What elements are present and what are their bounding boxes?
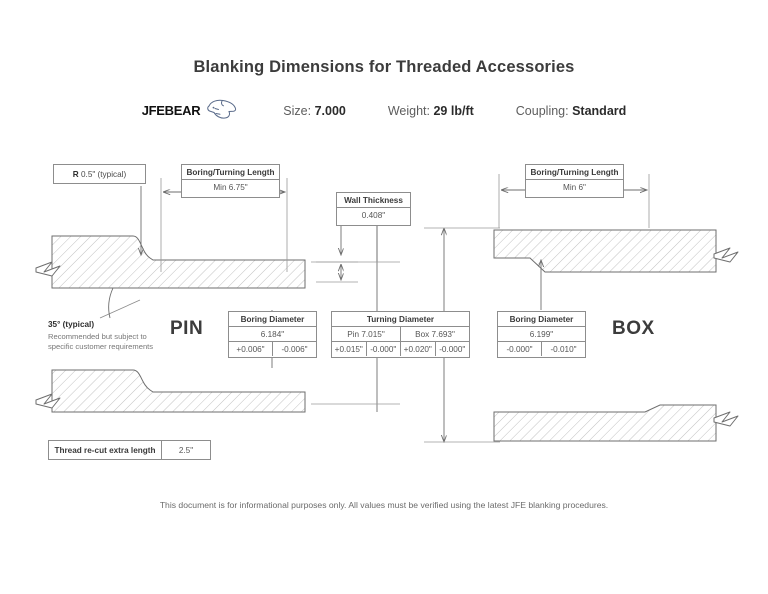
pin-boring-turning-length-box: Boring/Turning Length Min 6.75": [181, 164, 280, 198]
size-meta: Size: 7.000: [283, 104, 346, 118]
thread-recut-box: Thread re-cut extra length 2.5": [48, 440, 211, 460]
td-box-tol-plus: +0.020": [400, 342, 435, 356]
pin-angle-indicator: [99, 287, 141, 319]
pin-angle-title: 35° (typical): [48, 320, 95, 329]
pin-turning-diameter-dim: [311, 200, 400, 412]
logo-wordmark: JFEBEAR: [141, 103, 201, 118]
page-title: Blanking Dimensions for Threaded Accesso…: [193, 58, 575, 76]
pin-radius-value: 0.5" (typical): [80, 169, 127, 179]
size-value: 7.000: [314, 103, 346, 118]
box-section-label: BOX: [612, 318, 655, 339]
box-bd-header: Boring Diameter: [498, 312, 585, 327]
td-pin-tol-minus: -0.000": [365, 342, 401, 356]
box-upper-profile: [493, 229, 739, 273]
td-pin-tol-plus: +0.015": [334, 344, 363, 354]
pin-bd-value: 6.184": [260, 329, 285, 339]
pin-bd-header: Boring Diameter: [229, 312, 316, 327]
coupling-meta: Coupling: Standard: [516, 104, 627, 118]
pin-upper-profile: [35, 235, 306, 289]
pin-btl-header: Boring/Turning Length: [182, 165, 279, 180]
wall-thickness-header: Wall Thickness: [337, 193, 410, 208]
pin-btl-value: Min 6.75": [213, 182, 248, 192]
pin-bd-tol-minus: -0.006": [272, 342, 316, 356]
pin-lower-profile: [35, 369, 306, 413]
box-bd-tol-plus: -0.000": [506, 344, 533, 354]
td-pin-value: Pin 7.015": [347, 329, 385, 339]
pin-angle-note-line1: Recommended but subject to: [48, 332, 147, 341]
pin-boring-diameter-box: Boring Diameter 6.184" +0.006" -0.006": [228, 311, 317, 358]
td-header: Turning Diameter: [332, 312, 469, 327]
pin-radius-prefix: R: [72, 169, 79, 179]
wall-thickness-value: 0.408": [361, 210, 386, 220]
turning-diameter-box: Turning Diameter Pin 7.015" Box 7.693" +…: [331, 311, 470, 358]
coupling-label: Coupling:: [515, 103, 569, 118]
td-box-tol-minus: -0.000": [434, 342, 470, 356]
pin-angle-note-line2: specific customer requirements: [48, 342, 154, 352]
thread-recut-label: Thread re-cut extra length: [49, 441, 162, 459]
box-boring-diameter-box: Boring Diameter 6.199" -0.000" -0.010": [497, 311, 586, 358]
pin-section-label: PIN: [170, 318, 204, 339]
box-bd-tol-minus: -0.010": [541, 342, 585, 356]
wall-thickness-dim: [316, 226, 358, 283]
box-lower-profile: [493, 404, 739, 442]
size-label: Size:: [283, 103, 312, 118]
pin-radius-box: R 0.5" (typical): [53, 164, 146, 184]
thread-recut-value: 2.5": [178, 445, 194, 455]
td-box-value: Box 7.693": [400, 327, 469, 341]
bear-head-icon: [205, 98, 237, 123]
box-bd-value: 6.199": [529, 329, 554, 339]
weight-value: 29 lb/ft: [433, 103, 474, 118]
brand-logo: JFEBEAR: [142, 98, 238, 123]
box-boring-turning-length-box: Boring/Turning Length Min 6": [525, 164, 624, 198]
coupling-value: Standard: [572, 103, 627, 118]
box-btl-header: Boring/Turning Length: [526, 165, 623, 180]
weight-label: Weight:: [387, 103, 430, 118]
pin-bd-tol-plus: +0.006": [236, 344, 265, 354]
box-btl-value: Min 6": [563, 182, 586, 192]
pin-angle-annotation: 35° (typical) Recommended but subject to…: [48, 320, 213, 352]
spec-meta-bar: JFEBEAR Size: 7.000: [0, 98, 768, 123]
footer-disclaimer: This document is for informational purpo…: [159, 500, 609, 510]
wall-thickness-box: Wall Thickness 0.408": [336, 192, 411, 226]
weight-meta: Weight: 29 lb/ft: [388, 104, 474, 118]
